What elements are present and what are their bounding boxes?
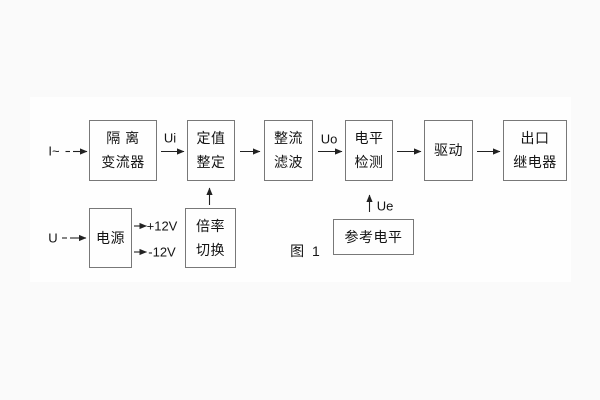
label-signal-ui: Ui — [163, 130, 177, 146]
block-value-setting-line1: 定值 — [196, 130, 226, 146]
label-signal-uo: Uo — [320, 131, 338, 147]
block-power-supply-line1: 电源 — [96, 229, 125, 246]
block-value-setting: 定值 整定 — [187, 120, 235, 181]
block-power-supply: 电源 — [89, 208, 132, 268]
block-ratio-switch: 倍率 切换 — [185, 208, 236, 268]
block-value-setting-line2: 整定 — [196, 154, 226, 170]
block-level-detector: 电平 检测 — [345, 120, 393, 181]
block-isolation-converter-line2: 变流器 — [101, 154, 145, 170]
label-input-current: I~ — [48, 143, 60, 159]
block-reference-level-line1: 参考电平 — [344, 228, 403, 245]
block-isolation-converter: 隔 离 变流器 — [89, 120, 157, 181]
label-input-voltage: U — [48, 230, 58, 246]
block-reference-level: 参考电平 — [333, 219, 414, 255]
label-signal-ue: Ue — [376, 198, 394, 214]
block-output-relay: 出口 继电器 — [503, 120, 567, 181]
block-driver-line1: 驱动 — [434, 142, 463, 158]
figure-caption: 图 1 — [290, 243, 322, 259]
block-isolation-converter-line1: 隔 离 — [106, 130, 140, 146]
label-rail-positive: +12V — [146, 218, 178, 234]
photo-background — [30, 97, 571, 282]
block-output-relay-line1: 出口 — [520, 130, 550, 146]
block-output-relay-line2: 继电器 — [513, 154, 557, 170]
block-ratio-switch-line2: 切换 — [196, 241, 225, 258]
block-level-detector-line2: 检测 — [354, 154, 384, 170]
block-rectifier-filter-line2: 滤波 — [274, 154, 303, 170]
block-rectifier-filter: 整流 滤波 — [264, 120, 313, 181]
label-rail-negative: -12V — [148, 244, 176, 260]
block-rectifier-filter-line1: 整流 — [274, 130, 303, 146]
block-driver: 驱动 — [424, 120, 473, 181]
block-level-detector-line1: 电平 — [354, 130, 384, 146]
block-ratio-switch-line1: 倍率 — [196, 217, 225, 234]
